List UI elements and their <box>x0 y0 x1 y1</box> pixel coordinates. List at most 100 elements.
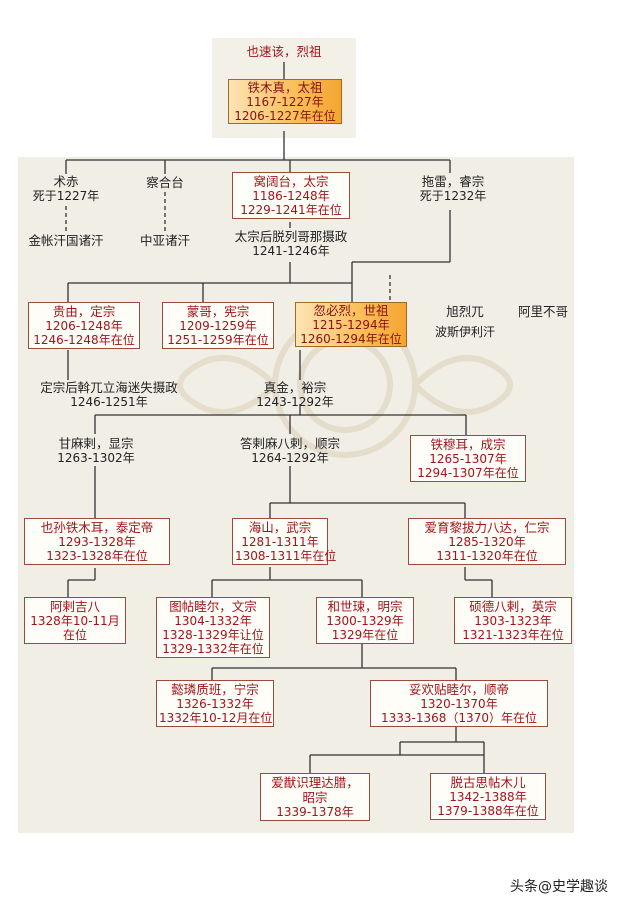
node-kublai: 忽必烈，世祖 1215-1294年 1260-1294年在位 <box>295 302 407 347</box>
node-yesun: 也孙铁木耳，泰定帝 1293-1328年 1323-1328年在位 <box>24 518 170 565</box>
node-life: 1303-1323年 <box>474 614 552 628</box>
node-life: 1293-1328年 <box>58 535 136 549</box>
node-name: 金帐汗国诸汗 <box>28 233 104 248</box>
node-life: 1304-1332年 <box>174 614 252 628</box>
node-hulagu: 旭烈兀 波斯伊利汗 <box>422 304 508 339</box>
node-name: 硕德八剌，英宗 <box>469 599 557 614</box>
node-reign: 1379-1388年在位 <box>437 804 539 818</box>
node-name: 中亚诸汗 <box>139 233 190 248</box>
node-ayurbarwada: 爱育黎拔力八达，仁宗 1285-1320年 1311-1320年在位 <box>408 518 566 565</box>
node-golden-horde: 金帐汗国诸汗 <box>20 233 112 248</box>
node-reign: 1246-1248年在位 <box>33 333 135 347</box>
node-name: 图帖睦尔，文宗 <box>169 599 257 614</box>
node-title: 波斯伊利汗 <box>434 325 495 339</box>
node-name: 铁穆耳，成宗 <box>430 437 506 452</box>
node-name: 和世㻋，明宗 <box>327 599 403 614</box>
node-reign: 1308-1311年在位 <box>235 549 337 563</box>
node-reign-2: 1329-1332年在位 <box>162 642 264 656</box>
node-guyuk: 贵由，定宗 1206-1248年 1246-1248年在位 <box>28 302 140 349</box>
node-name: 察合台 <box>146 175 184 190</box>
node-life: 1241-1246年 <box>252 244 330 258</box>
node-life: 1264-1292年 <box>251 451 329 465</box>
node-reign: 1229-1241年在位 <box>240 203 342 217</box>
node-jochi: 术赤 死于1227年 <box>24 174 108 203</box>
node-temur: 铁穆耳，成宗 1265-1307年 1294-1307年在位 <box>410 435 526 482</box>
node-toghus: 脱古思帖木儿 1342-1388年 1379-1388年在位 <box>430 773 546 820</box>
node-ariq: 阿里不哥 <box>510 304 576 319</box>
node-reign: 1311-1320年在位 <box>436 549 538 563</box>
node-gammala: 甘麻剌，显宗 1263-1302年 <box>46 436 146 465</box>
node-name: 爱育黎拔力八达，仁宗 <box>424 520 550 535</box>
node-ogedei: 窝阔台，太宗 1186-1248年 1229-1241年在位 <box>232 172 350 219</box>
node-tugh: 图帖睦尔，文宗 1304-1332年 1328-1329年让位 1329-133… <box>156 597 270 658</box>
node-name-2: 昭宗 <box>302 790 328 805</box>
node-haishan: 海山，武宗 1281-1311年 1308-1311年在位 <box>232 518 337 565</box>
node-life: 1328年10-11月 <box>30 614 120 628</box>
node-life: 1209-1259年 <box>179 319 257 333</box>
node-name: 太宗后脱列哥那摄政 <box>234 229 348 244</box>
node-reign: 1321-1323年在位 <box>462 628 564 642</box>
watermark-credit: 头条@史学趣谈 <box>510 879 608 895</box>
node-name: 术赤 <box>53 174 79 189</box>
node-name: 爱猷识理达腊， <box>271 775 359 790</box>
node-reign: 1294-1307年在位 <box>417 466 519 480</box>
node-name: 妥欢贴睦尔，顺帝 <box>408 682 509 697</box>
node-shidebala: 硕德八剌，英宗 1303-1323年 1321-1323年在位 <box>454 597 572 644</box>
node-tolui: 拖雷，睿宗 死于1232年 <box>408 174 498 203</box>
node-life: 1186-1248年 <box>252 189 330 203</box>
node-oghul: 定宗后斡兀立海迷失摄政 1246-1251年 <box>24 380 194 409</box>
node-name: 忽必烈，世祖 <box>313 303 389 318</box>
node-name: 定宗后斡兀立海迷失摄政 <box>40 380 178 395</box>
node-name: 拖雷，睿宗 <box>421 174 485 189</box>
node-name: 旭烈兀 <box>446 304 484 319</box>
node-name: 真金，裕宗 <box>263 380 327 395</box>
node-name: 也孙铁木耳，泰定帝 <box>40 520 154 535</box>
node-name: 阿里不哥 <box>517 304 568 319</box>
node-life: 1243-1292年 <box>256 395 334 409</box>
node-name: 懿璘质班，宁宗 <box>171 682 259 697</box>
node-name: 甘麻剌，显宗 <box>58 436 134 451</box>
node-reign: 1323-1328年在位 <box>46 549 148 563</box>
node-central-asia: 中亚诸汗 <box>130 233 200 248</box>
node-name: 答剌麻八剌，顺宗 <box>239 436 340 451</box>
node-toregene: 太宗后脱列哥那摄政 1241-1246年 <box>222 229 360 258</box>
node-name: 蒙哥，宪宗 <box>186 304 250 319</box>
node-chagatai: 察合台 <box>135 175 195 190</box>
node-name: 海山，武宗 <box>248 520 312 535</box>
node-mongke: 蒙哥，宪宗 1209-1259年 1251-1259年在位 <box>162 302 274 349</box>
node-temujin: 铁木真，太祖 1167-1227年 1206-1227年在位 <box>228 79 342 124</box>
node-life: 1215-1294年 <box>312 318 390 332</box>
node-reign: 1251-1259年在位 <box>167 333 269 347</box>
node-life: 1265-1307年 <box>429 452 507 466</box>
node-reign: 在位 <box>62 628 87 642</box>
node-name: 窝阔台，太宗 <box>253 174 329 189</box>
node-darmabala: 答剌麻八剌，顺宗 1264-1292年 <box>228 436 352 465</box>
node-zhenjin: 真金，裕宗 1243-1292年 <box>250 380 340 409</box>
node-life: 1326-1332年 <box>176 697 254 711</box>
node-aragibag: 阿剌吉八 1328年10-11月 在位 <box>24 597 126 644</box>
node-reign: 1260-1294年在位 <box>300 332 402 346</box>
node-reign: 1329年在位 <box>331 628 399 642</box>
node-name: 铁木真，太祖 <box>247 80 323 95</box>
node-reign: 1206-1227年在位 <box>234 109 336 123</box>
node-life: 1246-1251年 <box>70 395 148 409</box>
node-life: 1167-1227年 <box>246 95 324 109</box>
node-ayushiridara: 爱猷识理达腊， 昭宗 1339-1378年 <box>260 773 370 821</box>
node-name: 阿剌吉八 <box>49 599 100 614</box>
node-name: 也速该，烈祖 <box>246 44 322 59</box>
node-name: 贵由，定宗 <box>52 304 116 319</box>
node-life: 1263-1302年 <box>57 451 135 465</box>
node-reign: 1332年10-12月在位 <box>159 711 273 725</box>
node-toghon: 妥欢贴睦尔，顺帝 1320-1370年 1333-1368（1370）年在位 <box>370 680 548 727</box>
node-name: 脱古思帖木儿 <box>450 775 526 790</box>
node-rinchinbal: 懿璘质班，宁宗 1326-1332年 1332年10-12月在位 <box>156 680 274 727</box>
node-life: 死于1232年 <box>419 189 487 203</box>
node-life: 1342-1388年 <box>449 790 527 804</box>
node-life: 1281-1311年 <box>241 535 319 549</box>
node-life: 1285-1320年 <box>448 535 526 549</box>
node-kusala: 和世㻋，明宗 1300-1329年 1329年在位 <box>316 597 414 644</box>
node-life: 死于1227年 <box>32 189 100 203</box>
node-reign: 1333-1368（1370）年在位 <box>381 711 537 725</box>
node-life: 1320-1370年 <box>420 697 498 711</box>
